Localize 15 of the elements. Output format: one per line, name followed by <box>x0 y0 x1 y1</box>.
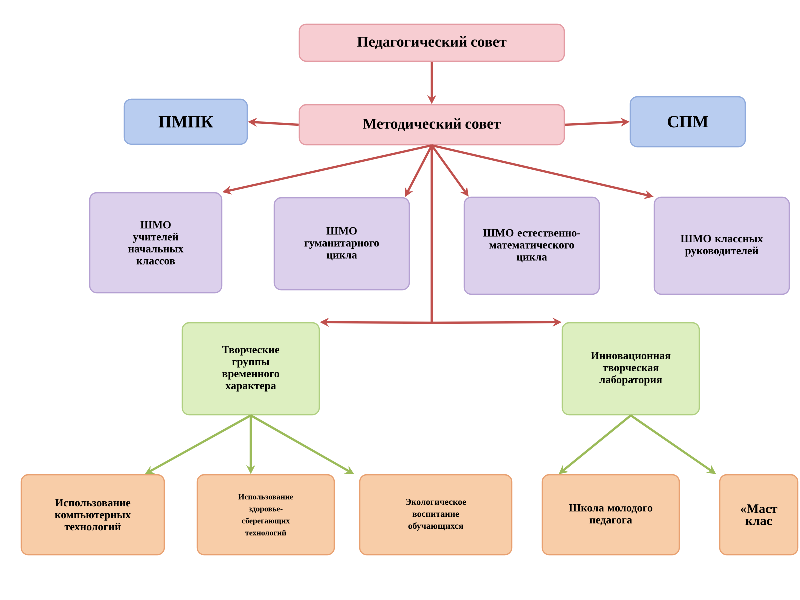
process-box: Творческие группы временного характера <box>182 322 320 416</box>
process-box: Инновационная творческая лаборатория <box>562 322 700 416</box>
process-box: ПМПК <box>124 98 248 146</box>
title-box: Методический совет <box>298 104 566 146</box>
process-box: СПМ <box>630 96 746 148</box>
title-box: Педагогический совет <box>298 24 566 62</box>
process-box: Использование здоровье-сберегающих технологий <box>196 474 336 556</box>
process-box: Школа молодого педагога <box>542 474 680 556</box>
process-box: ШМО классных руководителей <box>654 196 790 296</box>
process-box: ШМО учителей начальных классов <box>89 192 223 294</box>
process-box: ШМО естественно-математического цикла <box>464 196 600 296</box>
process-box: ШМО гуманитарного цикла <box>274 197 410 291</box>
process-box: Использование компьютерных технологий <box>20 474 166 556</box>
process-box: Экологическое воспитание обучающихся <box>359 474 513 556</box>
process-box: «Маст клас <box>719 474 799 556</box>
